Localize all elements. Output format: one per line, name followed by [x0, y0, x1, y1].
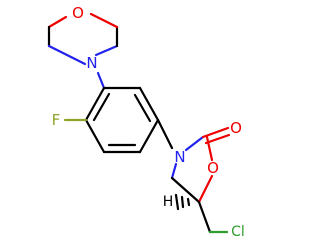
atom-stereo-hydrogen: H: [163, 194, 174, 210]
bond-ar6: [84, 86, 106, 122]
bond-ar5: [84, 118, 106, 154]
morpholine-ring: [47, 12, 119, 66]
hash-3: [174, 193, 180, 211]
bond-carbonyl-1: [201, 126, 230, 139]
atom-oxazolidinone-nitrogen: N: [174, 148, 185, 166]
bond-ar2: [138, 86, 160, 122]
bond-n-c3: [94, 44, 119, 57]
bond-c5-ch2: [197, 200, 212, 234]
bond-n-c2: [184, 135, 205, 152]
bond-n-c4: [170, 162, 178, 180]
bond-ar2-inner: [133, 93, 152, 123]
bond-ar6-inner: [92, 92, 111, 122]
bond-o1-c2: [205, 135, 214, 162]
hash-1: [186, 197, 191, 207]
atom-morpholine-oxygen: O: [72, 4, 84, 22]
bond-c4-o: [89, 12, 119, 29]
phenyl-ring: [84, 86, 160, 154]
bond-aryl-n: [156, 118, 174, 150]
stereo-hash-wedge: [174, 193, 191, 211]
bond-ar3: [138, 118, 160, 154]
atom-ring-oxygen: O: [207, 159, 219, 177]
bond-n-aryl: [96, 71, 106, 90]
atom-morpholine-nitrogen: N: [86, 54, 97, 72]
atom-carbonyl-oxygen: O: [230, 119, 242, 137]
molecule-structure: O N F N O O H Cl: [47, 4, 245, 240]
bond-carbonyl-2: [204, 133, 231, 145]
oxazolidinone-ring: [170, 126, 231, 204]
atom-chlorine: Cl: [231, 224, 245, 240]
bond-o-c1: [47, 15, 68, 29]
bond-c2-n: [47, 44, 87, 66]
atom-fluorine: F: [52, 111, 61, 129]
hash-2: [180, 195, 185, 209]
bond-c5-o1: [197, 174, 214, 204]
bond-c4-c5: [170, 176, 201, 204]
